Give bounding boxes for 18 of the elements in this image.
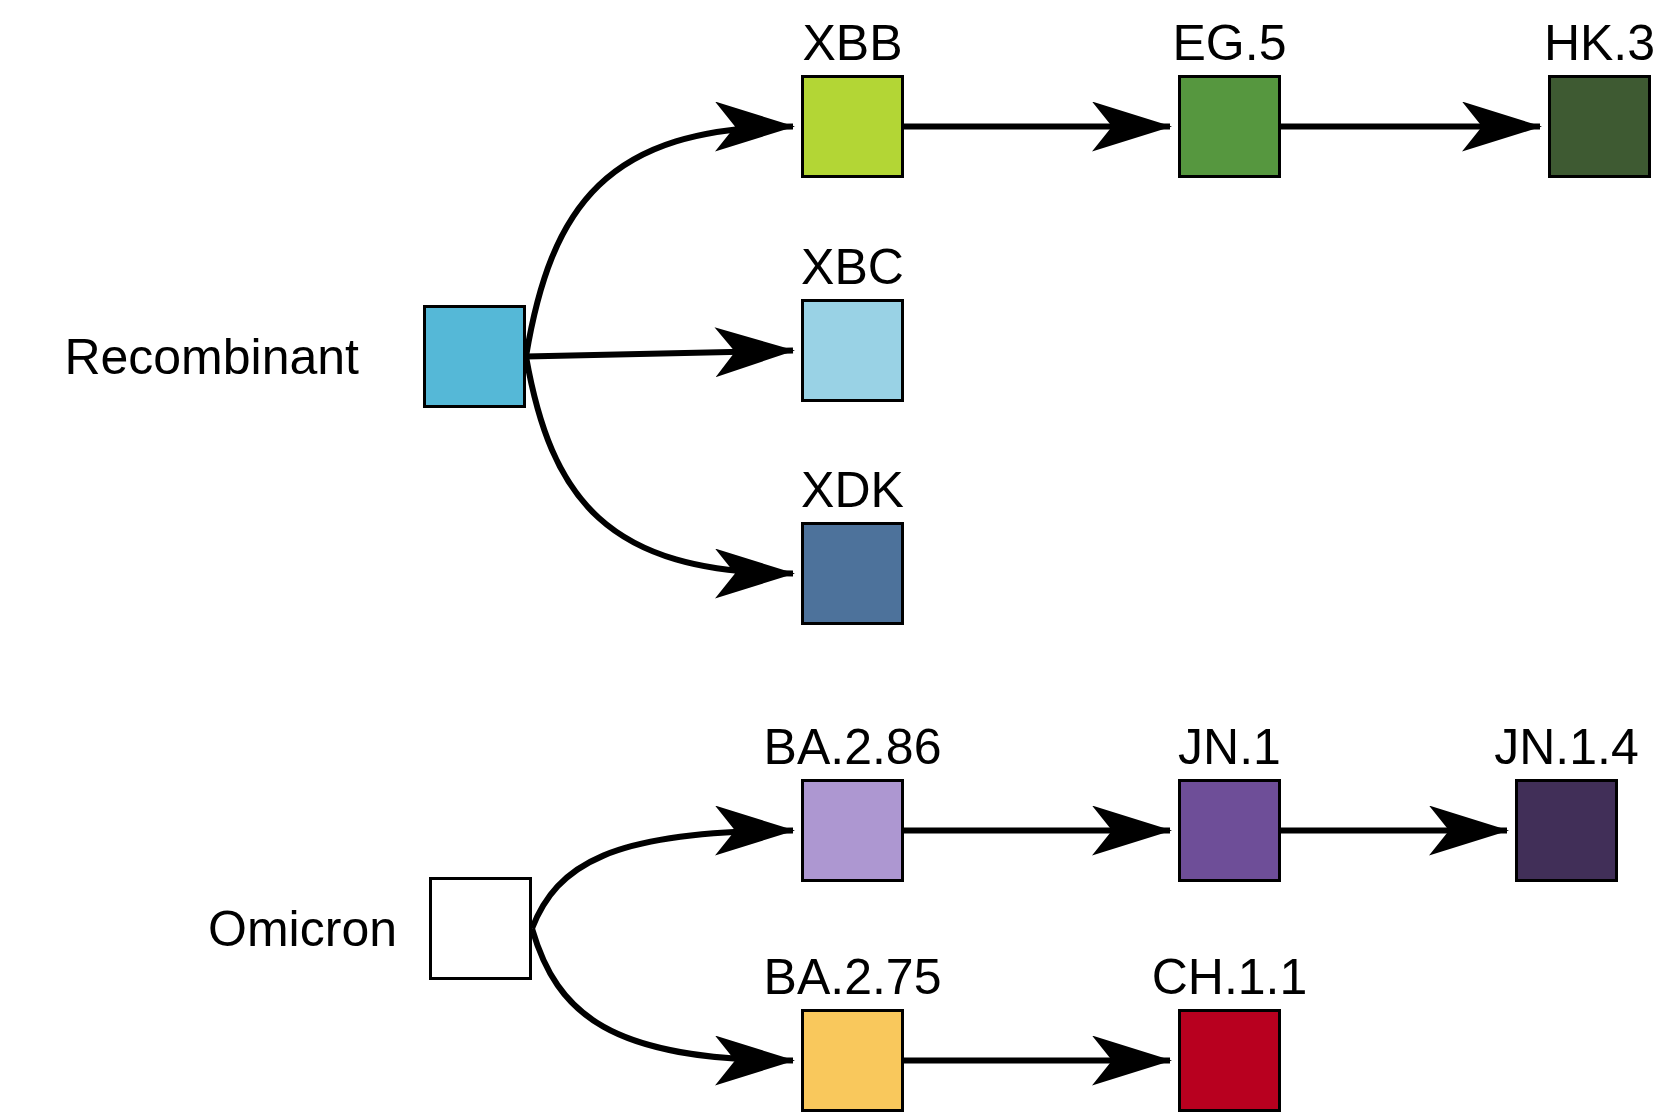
node-label: BA.2.75: [763, 948, 942, 1007]
arrow: [1281, 101, 1542, 152]
arrow: [904, 805, 1172, 856]
node-label: EG.5: [1172, 14, 1287, 73]
node-label: Recombinant: [64, 327, 359, 387]
arrow: [904, 101, 1172, 152]
node-label: CH.1.1: [1151, 948, 1308, 1007]
node-label: XDK: [801, 461, 904, 520]
node-label: BA.2.86: [763, 718, 942, 777]
arrow: [1281, 805, 1509, 856]
node-label: HK.3: [1543, 14, 1656, 73]
node-label: XBC: [801, 238, 904, 297]
node-label: XBB: [802, 14, 903, 73]
node-label: JN.1.4: [1494, 718, 1639, 777]
node-label: Omicron: [208, 899, 397, 959]
node-label: JN.1: [1178, 718, 1281, 777]
arrow: [904, 1035, 1172, 1086]
arrow: [525, 327, 795, 378]
